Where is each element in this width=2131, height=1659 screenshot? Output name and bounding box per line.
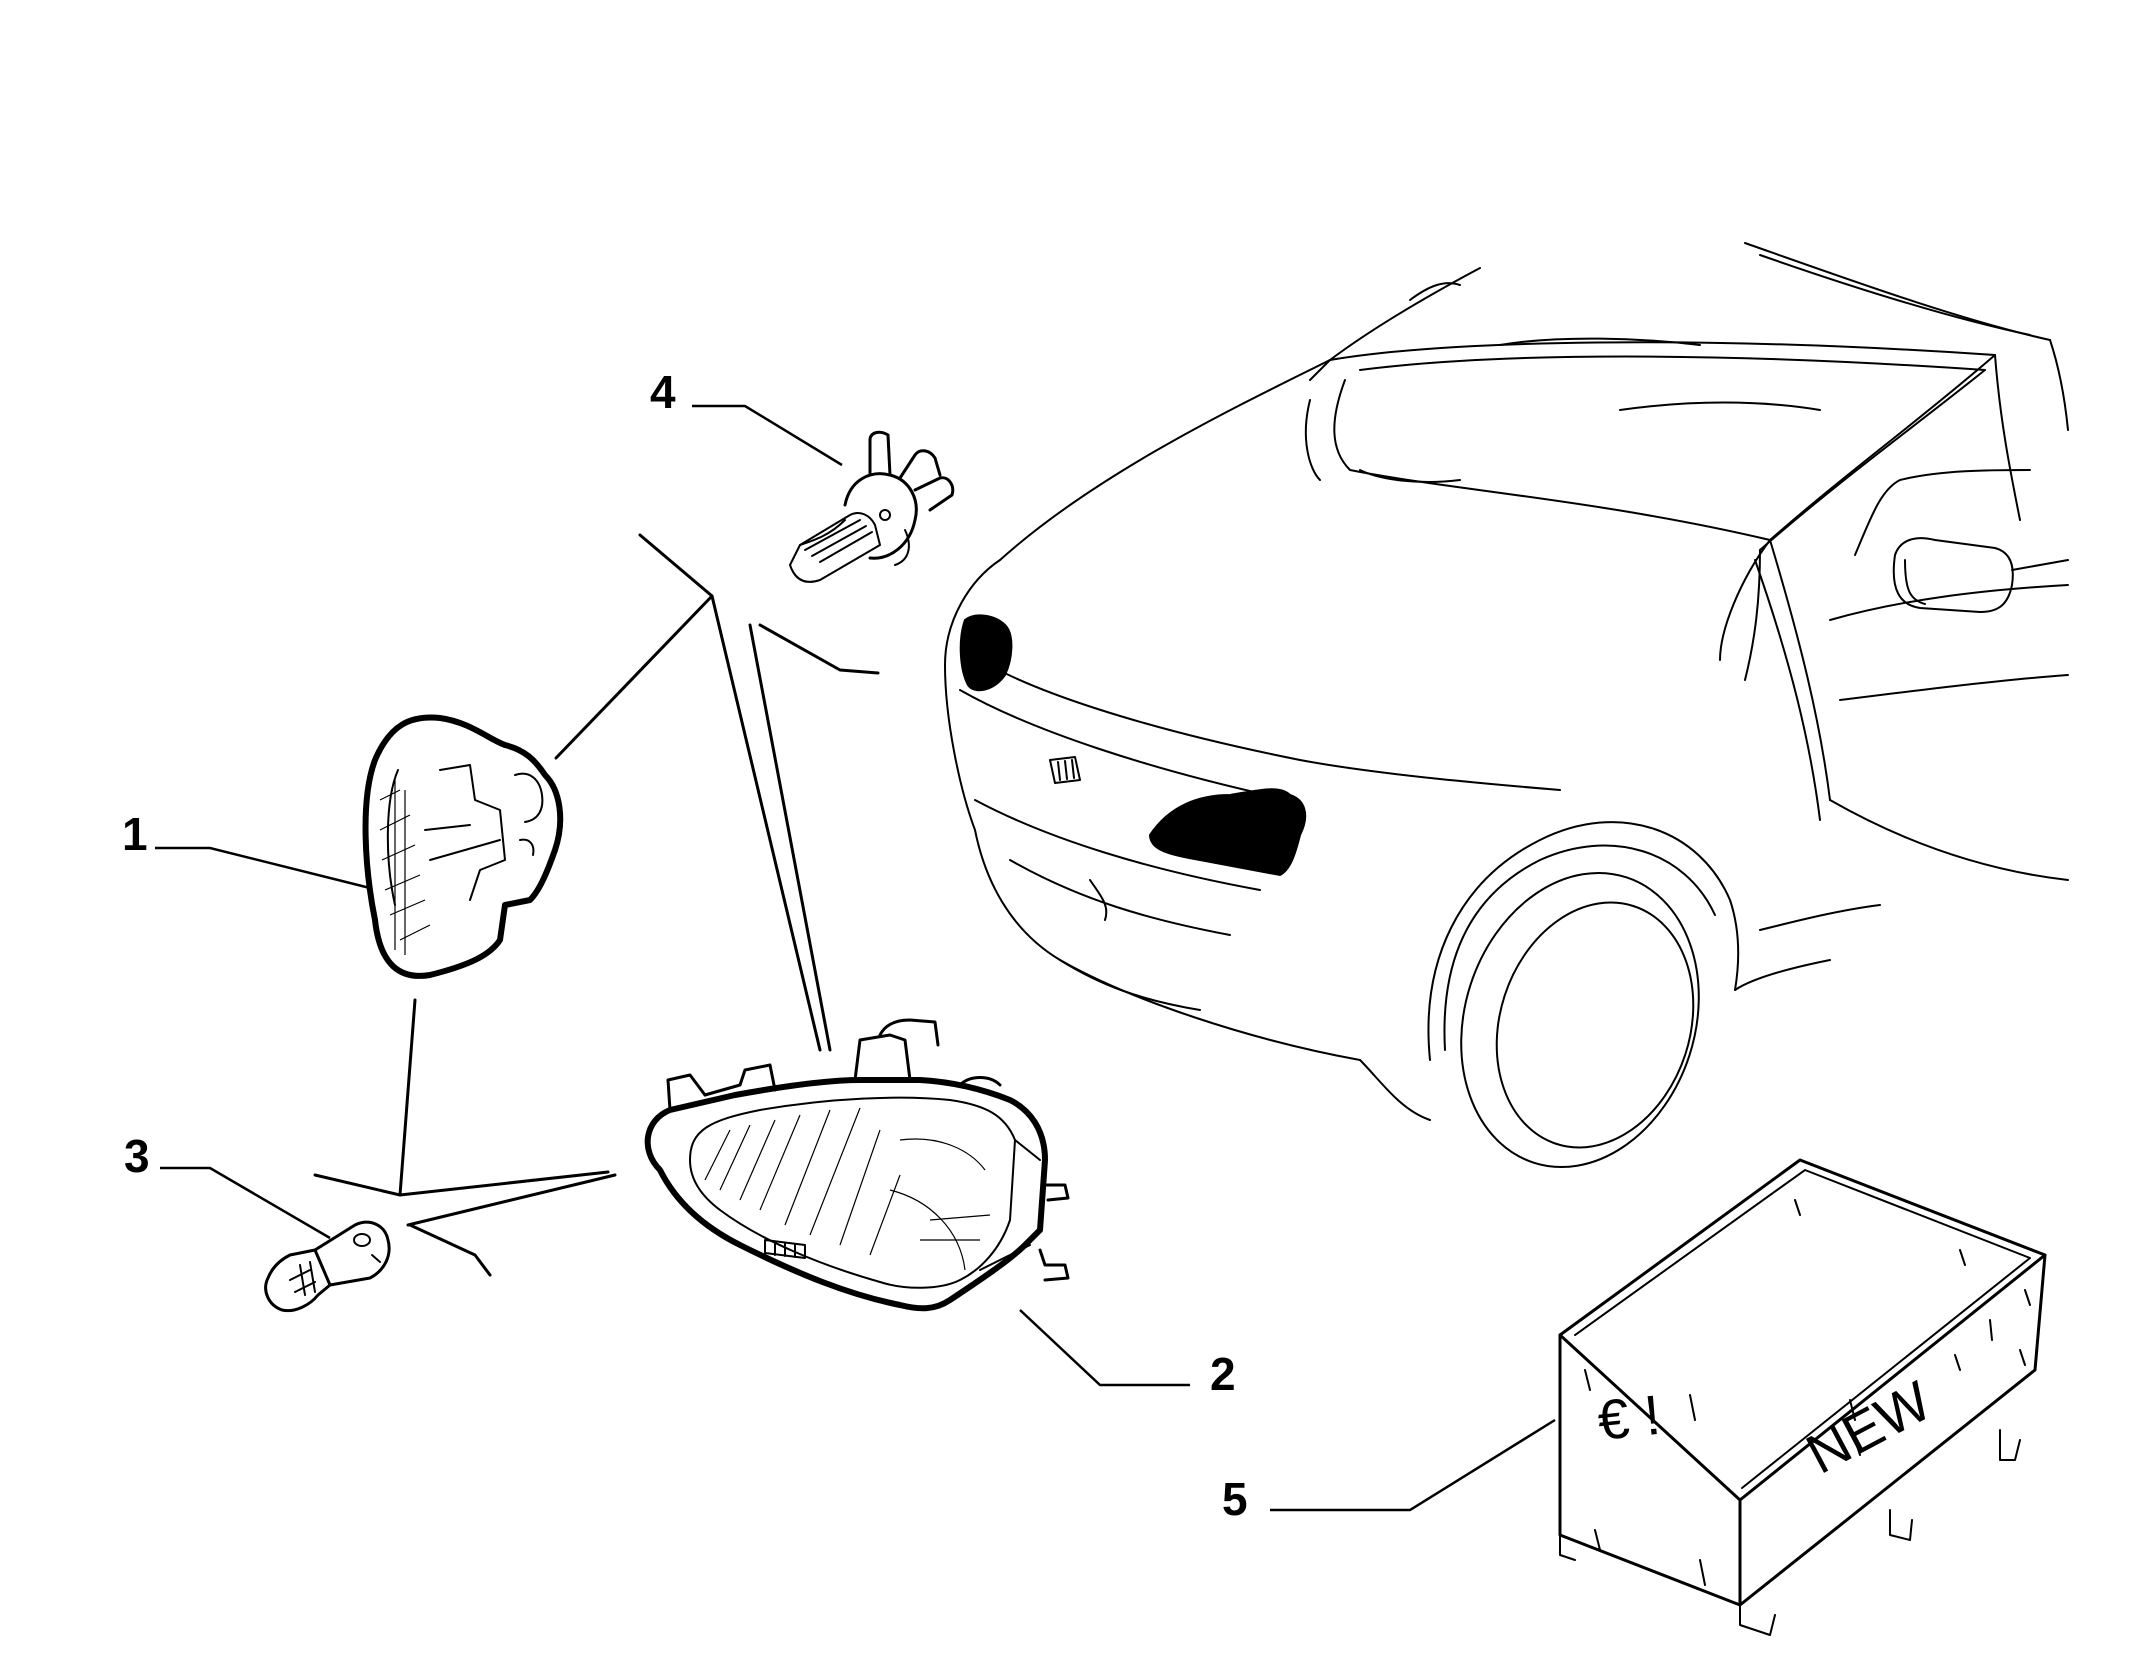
callout-5: 5 [1222,1473,1248,1525]
headlamp-bulb-part [789,430,955,583]
callout-2: 2 [1210,1348,1236,1400]
indicator-bulb-part [264,1220,391,1313]
crate-euro-text: € ! [1595,1383,1664,1452]
callout-4: 4 [650,366,676,418]
car-outline-illustration [944,242,2069,1169]
car-headlamp-highlight [1148,788,1307,877]
callout-labels: 1 2 3 4 5 [122,366,1248,1525]
side-indicator-lamp-part [362,714,564,979]
callout-3: 3 [124,1130,150,1182]
assembly-lines [313,533,880,1277]
new-parts-crate-part: € ! NEW [1558,1158,2047,1636]
car-side-indicator-highlight [959,614,1013,692]
headlamp-unit-part [644,1018,1070,1312]
callout-1: 1 [122,808,148,860]
callout-leaders [155,404,1556,1512]
